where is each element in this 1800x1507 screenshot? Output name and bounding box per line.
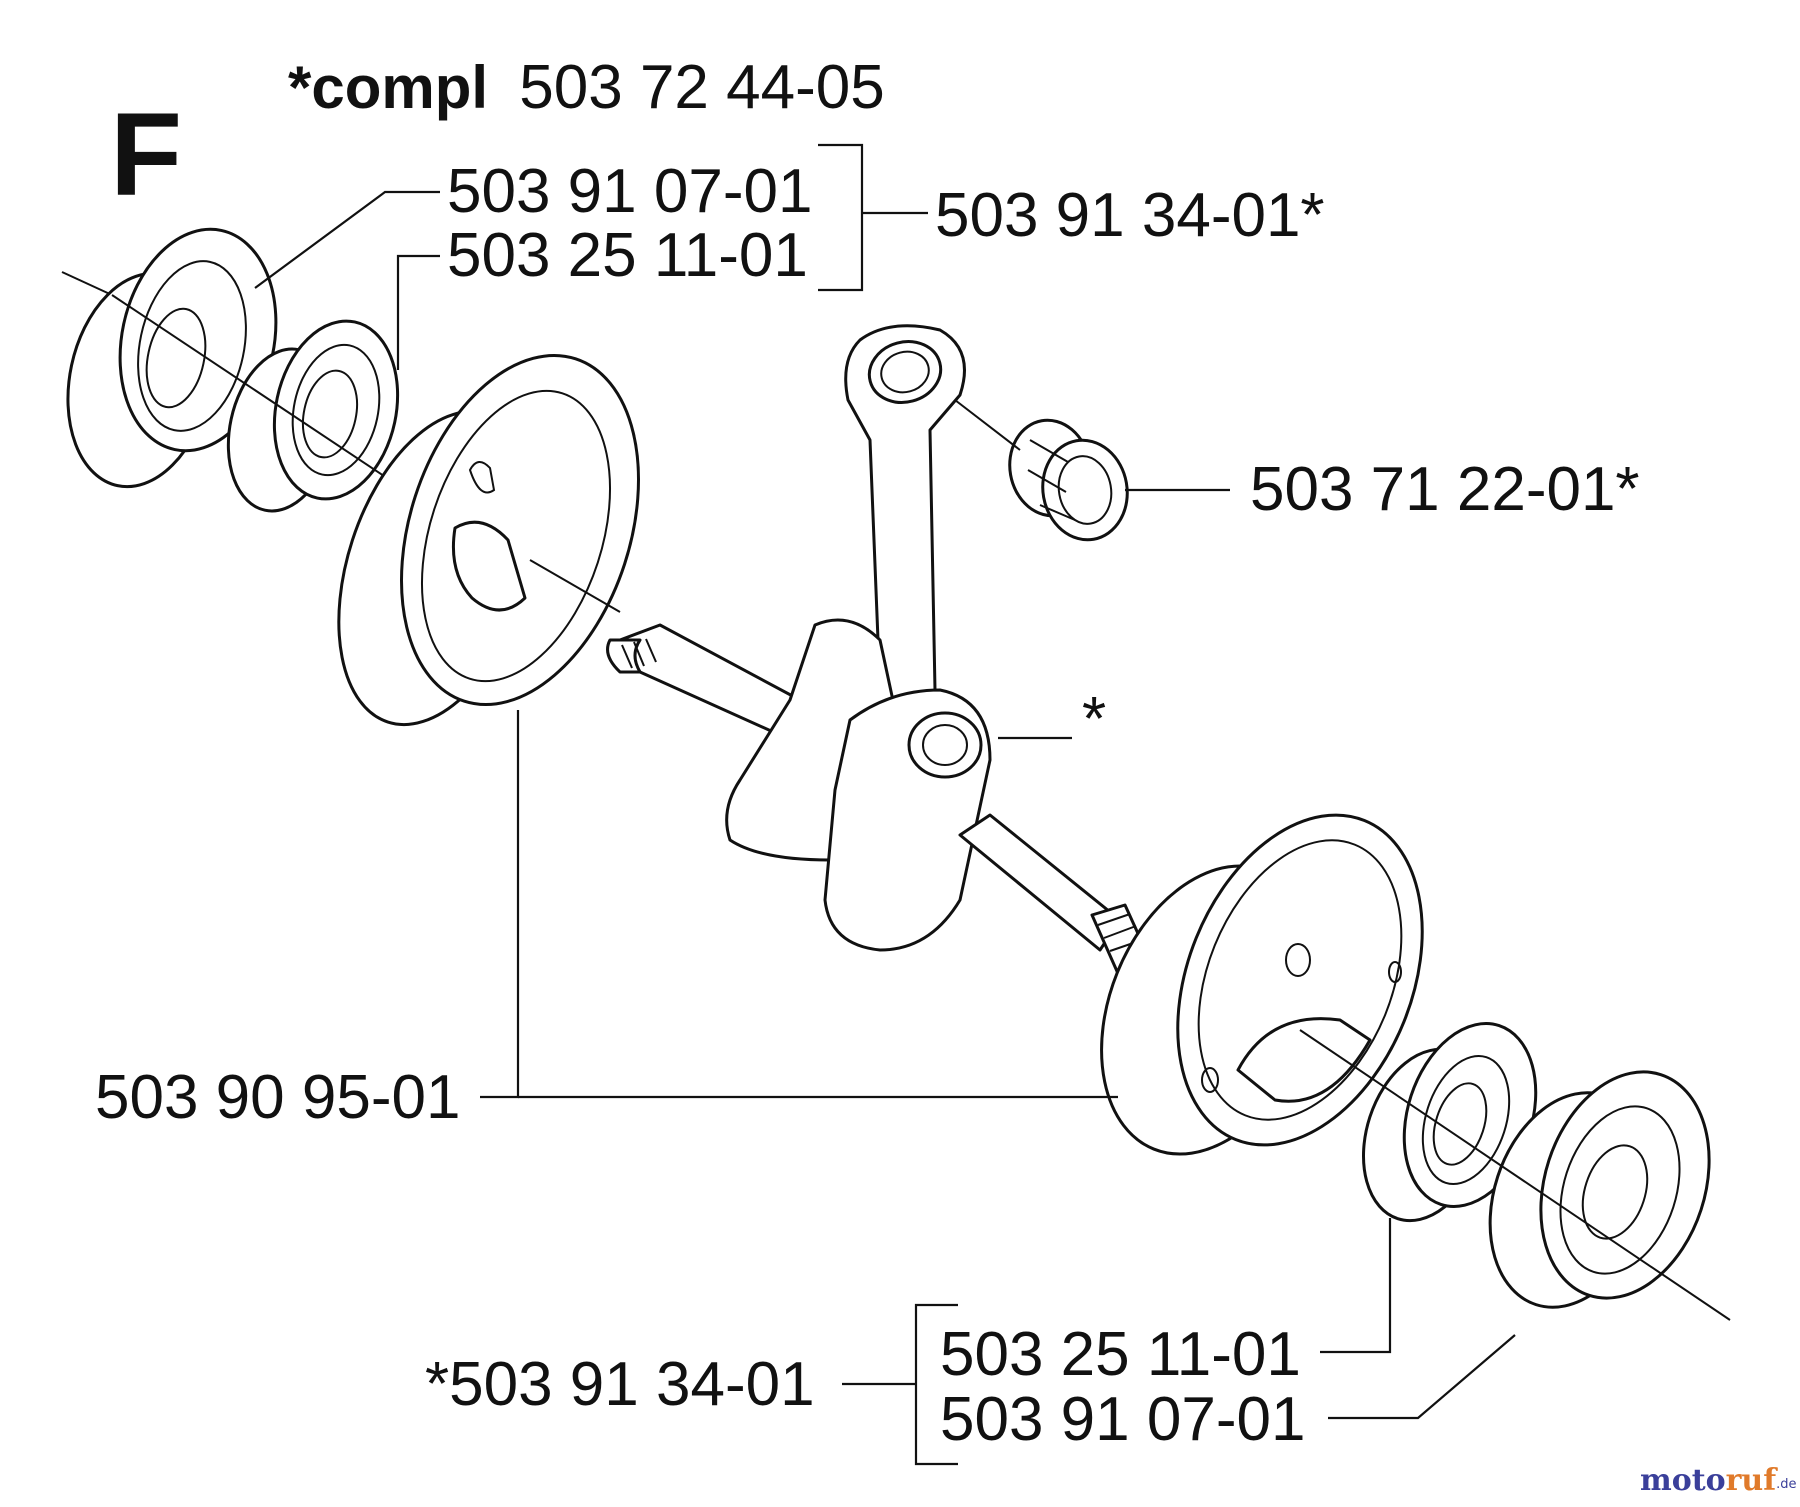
label-bearing-outer-top: 503 91 07-01 bbox=[447, 157, 812, 226]
crankshaft-shaft-left-part bbox=[606, 623, 802, 737]
label-needle-bearing: 503 71 22-01* bbox=[1250, 455, 1640, 524]
flywheel-right-part bbox=[1100, 813, 1424, 1156]
watermark-suffix: .de bbox=[1776, 1477, 1796, 1492]
axis-line-bearings-top bbox=[111, 294, 421, 501]
label-bearing-kit-top: 503 91 34-01* bbox=[935, 181, 1325, 250]
needle-bearing-part bbox=[1008, 418, 1129, 542]
flywheel-left-part bbox=[337, 353, 640, 727]
compl-prefix: *compl bbox=[288, 54, 488, 121]
bearing-outer-bottom-part bbox=[1488, 1070, 1711, 1309]
compl-label: *compl 503 72 44-05 bbox=[288, 53, 885, 122]
watermark-part2: ruf bbox=[1726, 1463, 1779, 1498]
axis-line-top bbox=[61, 271, 113, 296]
label-bearing-kit-bottom: *503 91 34-01 bbox=[425, 1350, 815, 1419]
label-bearing-inner-top: 503 25 11-01 bbox=[447, 221, 808, 290]
label-bearing-outer-bottom: 503 91 07-01 bbox=[940, 1385, 1305, 1454]
crank-web-right-part bbox=[823, 688, 992, 952]
axis-line-needle bbox=[954, 399, 1021, 451]
label-bearing-inner-bottom: 503 25 11-01 bbox=[940, 1320, 1301, 1389]
label-crank-asterisk: * bbox=[1082, 685, 1106, 754]
label-flywheel-halves: 503 90 95-01 bbox=[95, 1063, 460, 1132]
leader-lines bbox=[254, 143, 1516, 1466]
watermark-logo: motoruf.de bbox=[1640, 1463, 1797, 1498]
bearing-inner-top-part bbox=[226, 319, 400, 513]
connecting-rod-part bbox=[844, 324, 966, 702]
watermark-part1: moto bbox=[1640, 1463, 1726, 1498]
axis-line-bearings-bottom bbox=[1299, 1029, 1731, 1321]
compl-number: 503 72 44-05 bbox=[519, 53, 884, 122]
section-letter: F bbox=[110, 89, 182, 221]
